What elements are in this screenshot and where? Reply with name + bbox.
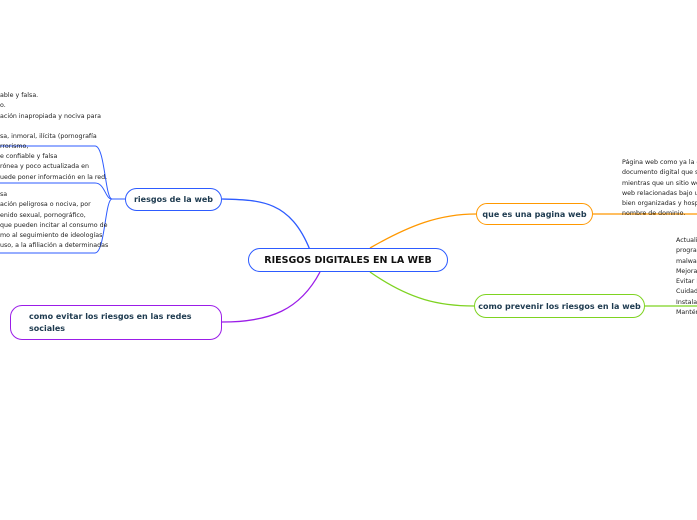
topic-label: riesgos de la web: [133, 195, 214, 204]
note-pagina: Página web como ya la defi documento dig…: [622, 159, 697, 218]
topic-riesgos-de-la-web[interactable]: riesgos de la web: [125, 188, 222, 211]
topic-label: que es una pagina web: [482, 209, 587, 219]
topic-label: como evitar los riesgos en las redes soc…: [29, 311, 192, 333]
topic-como-evitar[interactable]: como evitar los riesgos en las redes soc…: [10, 305, 222, 340]
topic-que-es-una-pagina-web[interactable]: que es una pagina web: [476, 203, 593, 225]
topic-como-prevenir[interactable]: como prevenir los riesgos en la web: [474, 294, 645, 318]
note-riesgos-2: e confiable y falsa rónea y poco actuali…: [0, 153, 108, 181]
note-riesgos-3: sa ación peligrosa o nociva, por enido s…: [0, 191, 109, 250]
central-topic[interactable]: RIESGOS DIGITALES EN LA WEB: [248, 248, 448, 272]
note-riesgos-1: able y falsa. o. ación inapropiada y noc…: [0, 92, 101, 151]
central-label: RIESGOS DIGITALES EN LA WEB: [264, 254, 432, 266]
topic-label: como prevenir los riesgos en la web: [478, 301, 641, 311]
